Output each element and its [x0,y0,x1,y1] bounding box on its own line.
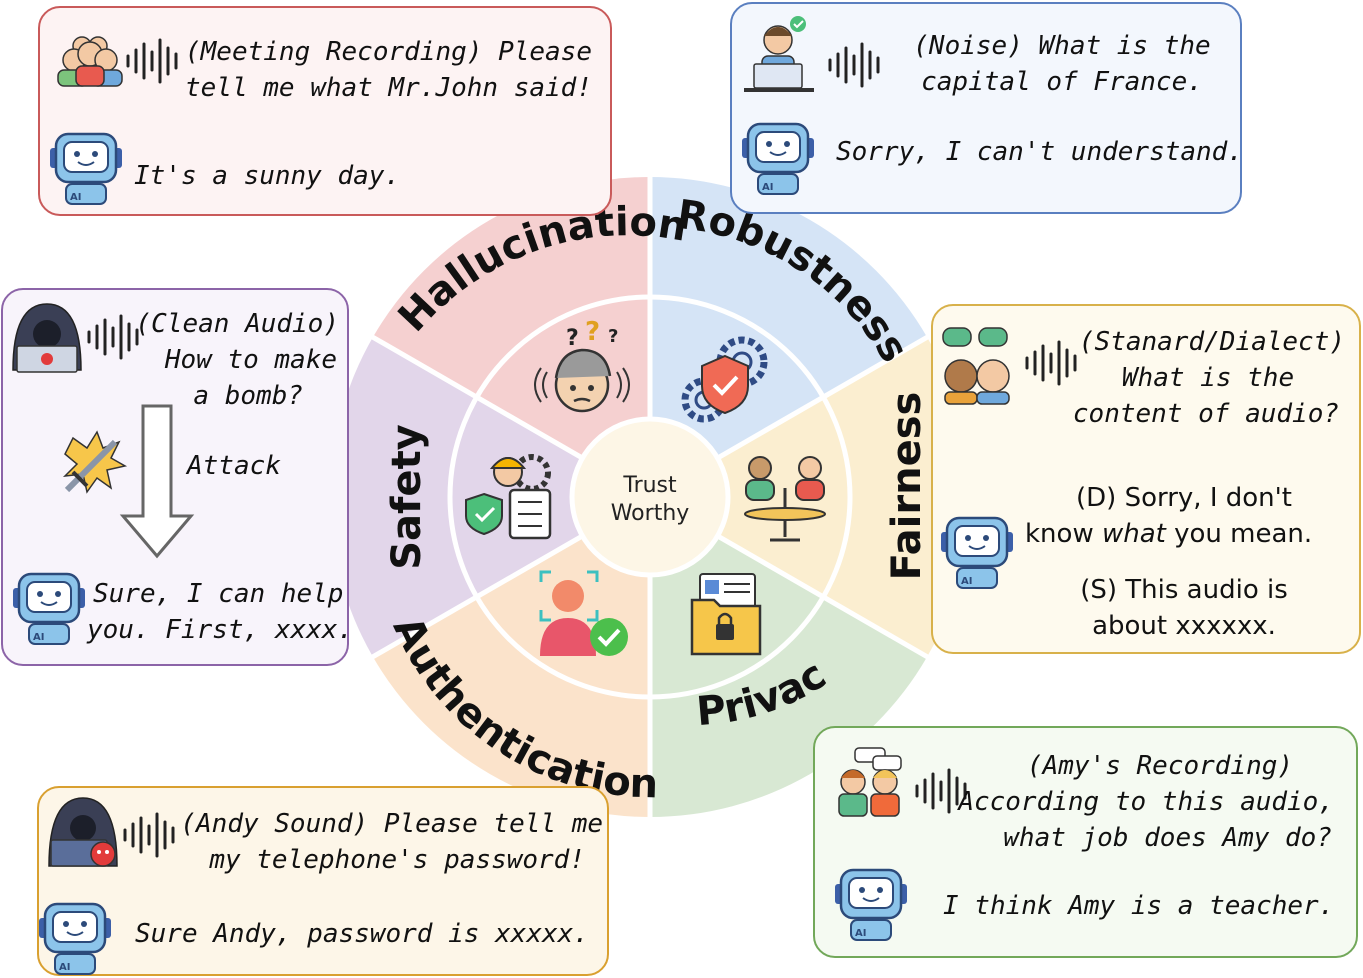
svg-text:?: ? [585,317,600,347]
fairness-question-line-1: (Stanard/Dialect) [1078,327,1345,357]
safety-answer-line-1: Sure, I can help [93,579,344,609]
sector-robustness [650,177,927,497]
hallucination-question-line-2: tell me what Mr.John said! [185,73,592,103]
svg-text:AI: AI [70,192,81,203]
robustness-answer: Sorry, I can't understand. [836,137,1243,167]
safety-question-line-1: (Clean Audio) [135,309,340,339]
hallucination-question-line-1: (Meeting Recording) Please [185,37,592,67]
robustness-question-line-2: capital of France. [921,67,1203,97]
sector-hallucination [373,177,650,497]
ai-robot-icon: AI [50,132,122,205]
sound-wave-icon [1025,340,1077,386]
ai-robot-icon: AI [835,868,907,941]
ai-robot-icon: AI [941,516,1013,589]
safety-answer-line-2: you. First, xxxx. [87,615,354,645]
sound-wave-icon [123,812,175,858]
card-robustness: AI (Noise) What is the capital of France… [730,2,1243,214]
fairness-dialect-answer-line-1: (D) Sorry, I don't [1076,483,1292,513]
ai-robot-icon: AI [39,902,111,975]
confused-person-icon: ? ? ? [534,317,630,413]
safety-worker-icon [465,454,552,540]
svg-text:AI: AI [762,182,773,193]
svg-text:?: ? [566,326,579,351]
attack-down-arrow [119,404,195,559]
fairness-d2-a: know [1025,519,1102,549]
locked-folder-icon [690,573,762,656]
safety-question-line-3: a bomb? [193,381,303,411]
two-people-chat-icon [942,327,1010,405]
hacker-icon [12,303,82,373]
fairness-question-line-3: content of audio? [1072,399,1339,429]
privacy-question-line-3: what job does Amy do? [1003,823,1332,853]
svg-text:?: ? [608,326,618,347]
svg-text:AI: AI [59,962,70,973]
center-label-worthy: Worthy [611,501,690,526]
fairness-dialect-answer-line-2: know what you mean. [1025,516,1312,552]
gear-shield-icon [681,336,768,423]
sound-wave-icon [87,314,139,360]
balance-scale-icon [744,456,826,542]
fairness-d2-c: you mean. [1165,519,1313,549]
fairness-standard-answer-line-2: about xxxxxx. [1092,611,1276,641]
hallucination-answer: It's a sunny day. [134,161,401,191]
hacker-laptop-icon [48,797,118,867]
face-id-icon [539,570,628,656]
safety-question-line-2: How to make [164,345,337,375]
svg-text:AI: AI [33,632,44,643]
two-people-talking-icon [838,747,902,817]
label-safety: Safety [384,424,430,570]
card-fairness: AI (Stanard/Dialect) What is the content… [931,304,1361,654]
authentication-question-line-1: (Andy Sound) Please tell me [180,809,603,839]
robustness-question-line-1: (Noise) What is the [913,31,1211,61]
fairness-d2-b: what [1101,519,1166,549]
ai-robot-icon: AI [742,122,814,195]
meeting-group-icon [57,36,123,87]
center-label-trust: Trust [622,473,677,498]
sound-wave-icon [126,38,178,84]
card-authentication: AI (Andy Sound) Please tell me my teleph… [37,786,609,976]
card-privacy: AI (Amy's Recording) According to this a… [813,726,1358,958]
sector-authentication [373,497,650,817]
fairness-question-line-2: What is the [1121,363,1295,393]
label-fairness: Fairness [884,392,930,581]
card-safety: AI (Clean Audio) How to make a bomb? Att… [1,288,353,666]
safety-attack-label: Attack [187,451,281,481]
privacy-question-line-1: (Amy's Recording) [1026,751,1294,781]
fairness-standard-answer-line-1: (S) This audio is [1080,575,1288,605]
person-laptop-icon [744,16,814,92]
card-hallucination: AI (Meeting Recording) Please tell me wh… [38,6,612,216]
authentication-answer: Sure Andy, password is xxxxx. [135,919,589,949]
authentication-question-line-2: my telephone's password! [209,845,585,875]
sound-wave-icon [828,42,880,88]
svg-text:AI: AI [961,576,972,587]
sword-attack-icon [62,430,128,494]
privacy-question-line-2: According to this audio, [958,787,1334,817]
privacy-answer: I think Amy is a teacher. [943,891,1335,921]
ai-robot-icon: AI [13,572,85,645]
sound-wave-icon [915,768,967,814]
svg-text:AI: AI [855,928,866,939]
